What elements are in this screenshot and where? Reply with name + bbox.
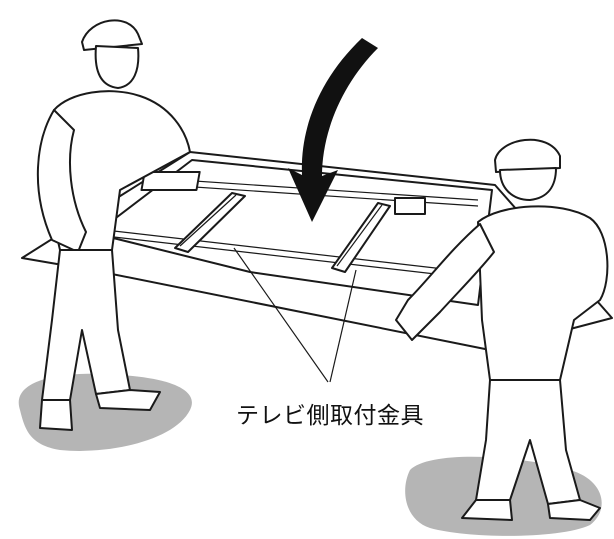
tv-bracket-right bbox=[331, 202, 391, 273]
tv-side-bracket-label: テレビ側取付金具 bbox=[236, 403, 424, 429]
worker-right bbox=[395, 138, 609, 521]
down-arrow-icon bbox=[288, 38, 378, 222]
label-plate bbox=[394, 197, 426, 215]
tv-panel bbox=[21, 151, 613, 351]
worker-left bbox=[36, 19, 191, 431]
tv-bracket-left bbox=[174, 192, 246, 253]
terminal-panel bbox=[140, 171, 201, 191]
callout-lines bbox=[233, 247, 357, 383]
